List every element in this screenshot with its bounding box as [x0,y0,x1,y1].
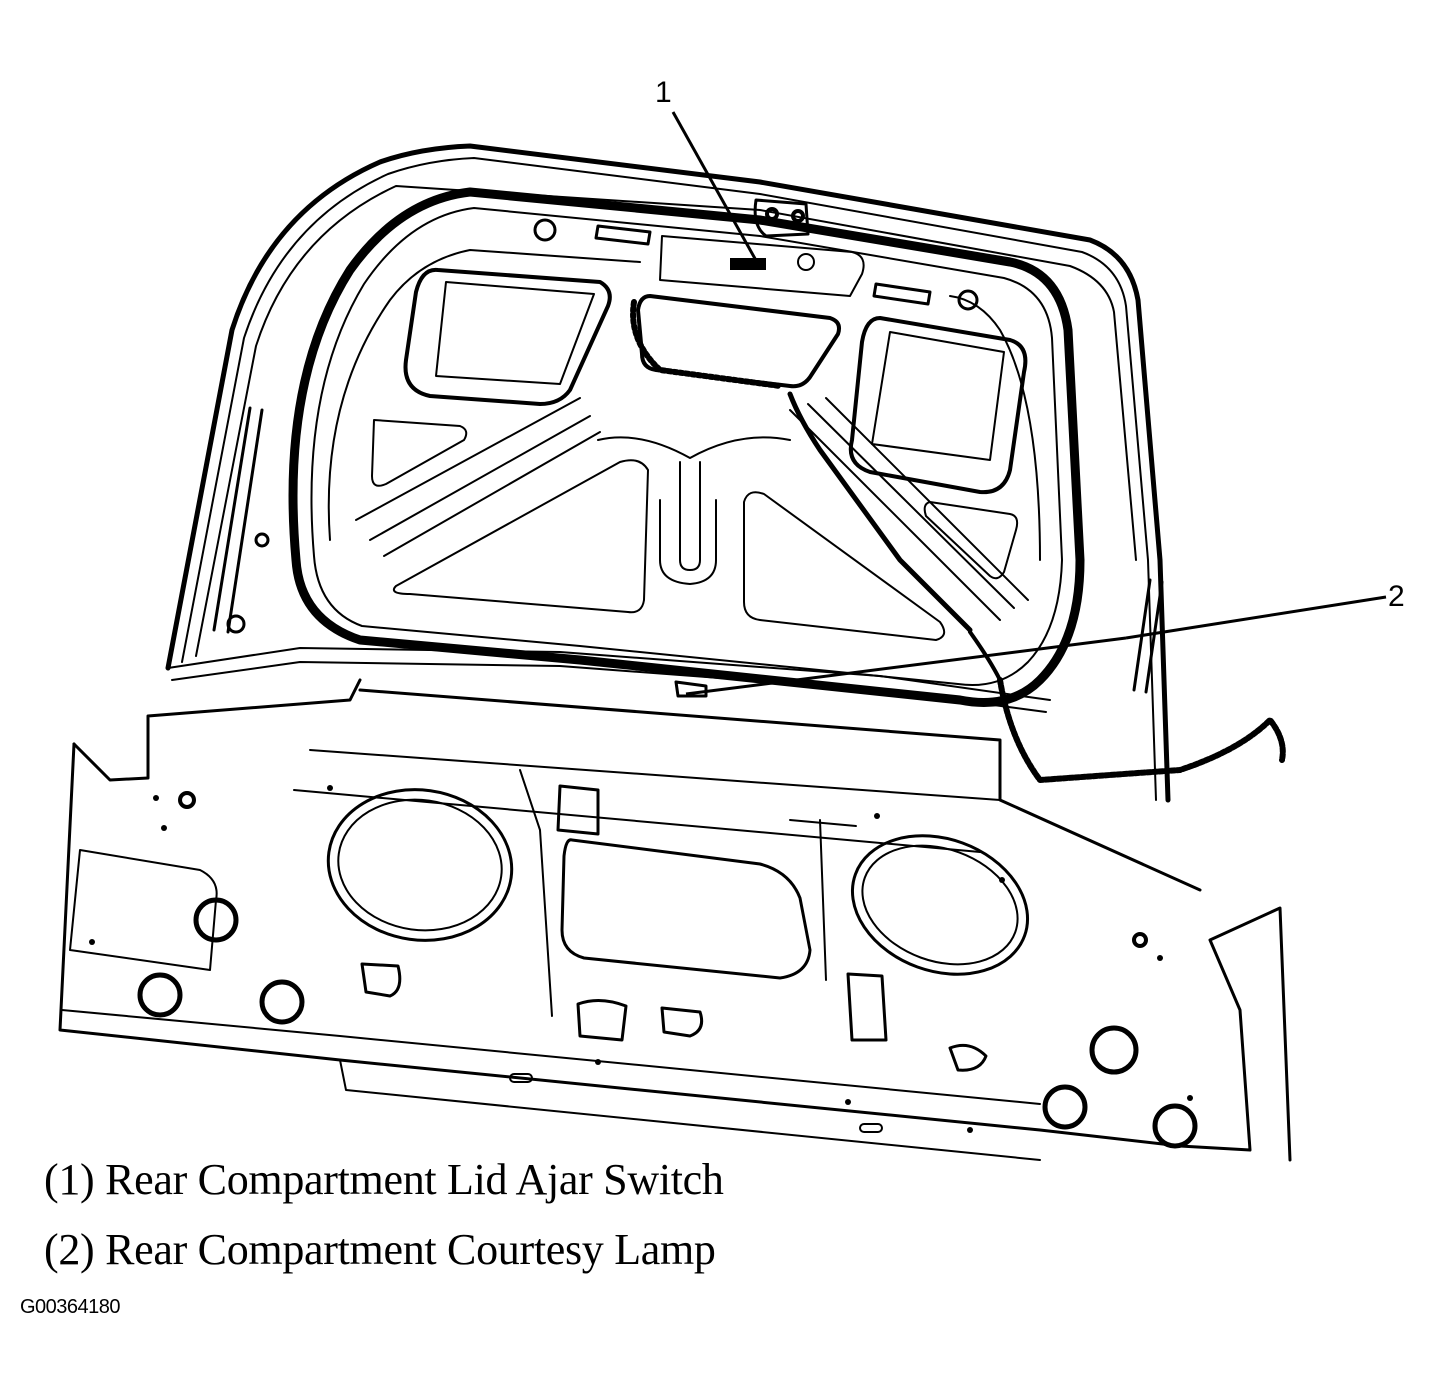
rear-body-panel [58,678,1292,1162]
weatherstrip-seal [288,187,1085,707]
figure-id: G00364180 [20,1296,121,1318]
callout-2-leader [1125,595,1387,640]
deck-lid-outer [165,143,1171,803]
wiring-harness [630,299,1286,783]
legend-item-1: (1) Rear Compartment Lid Ajar Switch [44,1155,724,1204]
courtesy-lamp [674,680,708,698]
callout-1-leader [671,111,760,265]
legend-item-2: (2) Rear Compartment Courtesy Lamp [44,1225,716,1274]
callout-2-number: 2 [1388,580,1405,613]
inner-panel [212,198,1164,694]
callout-2-leader-segment [685,636,1127,696]
callout-1-number: 1 [655,76,672,109]
